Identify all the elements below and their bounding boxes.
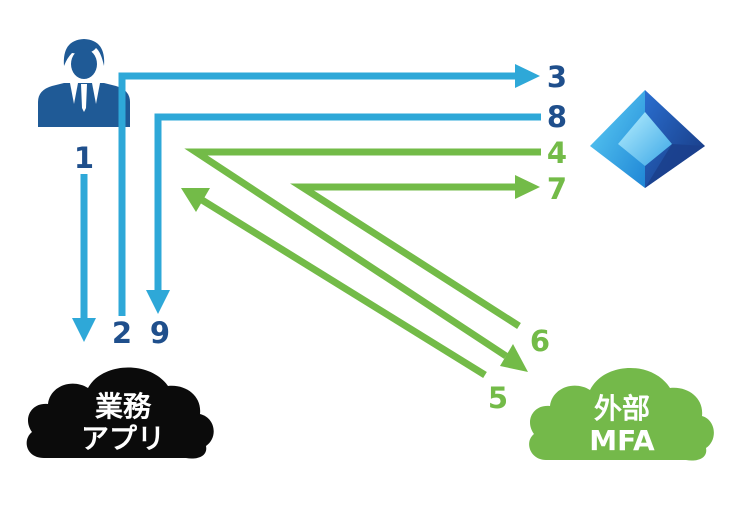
external-mfa-line-2: MFA: [589, 424, 655, 457]
business-app-cloud: 業務 アプリ: [26, 367, 214, 459]
step-5-label: 5: [488, 381, 508, 415]
arrow-step-1: [72, 174, 96, 342]
step-6-label: 6: [530, 324, 550, 358]
arrow-step-8-9: [146, 113, 541, 314]
arrow-step-4: [184, 148, 541, 372]
step-1-label: 1: [74, 141, 94, 175]
step-4-label: 4: [547, 136, 567, 170]
step-8-label: 8: [547, 100, 567, 134]
step-7-label: 7: [547, 172, 567, 206]
entra-id-pyramid-icon: [590, 90, 705, 188]
business-app-line-1: 業務: [95, 390, 152, 423]
arrow-step-5: [181, 188, 487, 378]
external-mfa-cloud: 外部 MFA: [529, 367, 714, 461]
arrow-step-6-7: [290, 175, 540, 329]
user-icon: [38, 39, 130, 127]
step-2-label: 2: [112, 316, 132, 350]
business-app-line-2: アプリ: [81, 422, 165, 455]
step-3-label: 3: [547, 60, 567, 94]
arrow-step-2-3: [118, 64, 540, 316]
step-9-label: 9: [150, 316, 170, 350]
external-mfa-line-1: 外部: [594, 392, 650, 425]
